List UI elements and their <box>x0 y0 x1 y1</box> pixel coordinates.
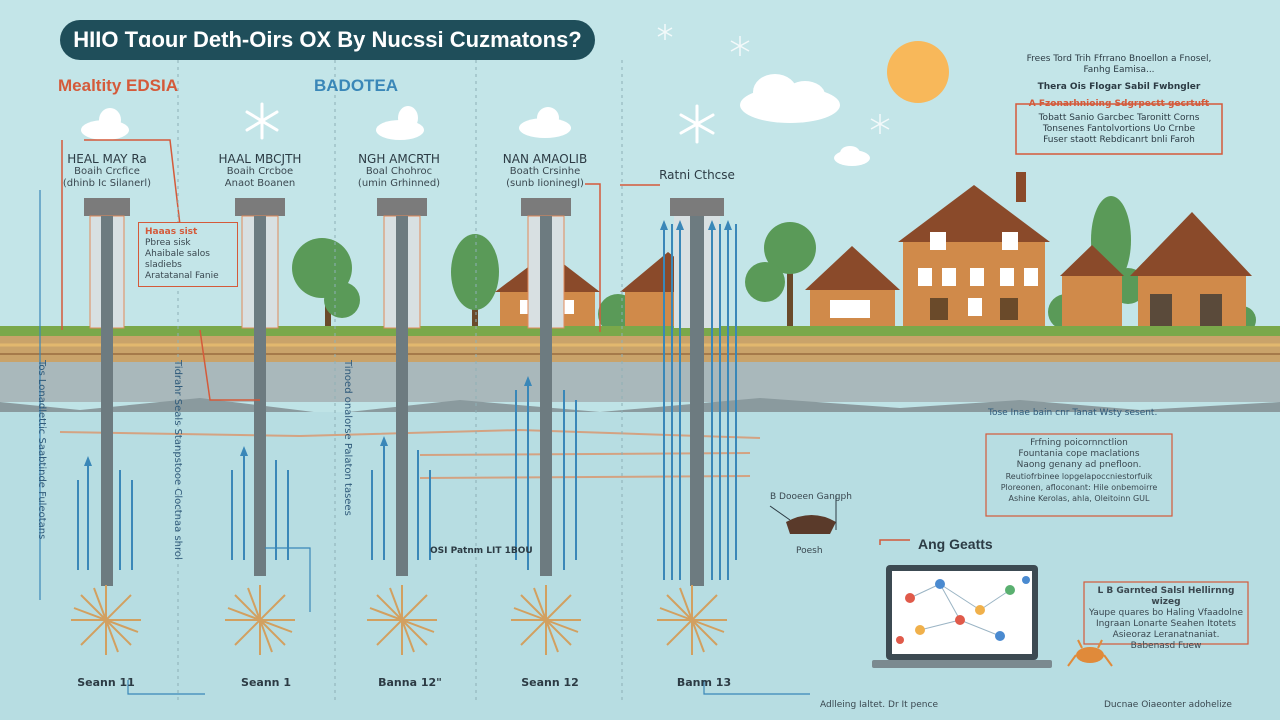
well-column <box>84 198 130 586</box>
footer-right-note: Ducnae Oiaeonter adohelize <box>1104 700 1232 710</box>
column-header-3: NGH AMCRTH Boal Chohroc (umin Grhinned) <box>357 152 441 189</box>
cloud-icon <box>519 107 571 138</box>
house-medium <box>805 246 900 333</box>
right-mid-box-frame <box>985 433 1173 517</box>
snowflake-icon <box>657 24 890 134</box>
footer-col-4: Seann 12 <box>521 676 579 689</box>
bottom-right-text: L B Garnted Salsl Hellirnng wizeg Yaupe … <box>1088 586 1244 651</box>
page-title: HIIO Tɑour Dеth-Oirs OX By Nucssi Cuzmat… <box>60 20 595 60</box>
vertical-label-1: Tos Lonadlettic Saabtinde Fuleotans <box>36 360 47 540</box>
sensor-icon <box>1067 639 1113 667</box>
well-column <box>235 198 285 576</box>
column-header-4: NAN AMAOLIB Boath Crsinhe (sunb Iionineg… <box>502 152 588 189</box>
cloud-icon <box>376 106 424 140</box>
ground-note: Tose Inae bain cnr Tanat Wsty sesent. <box>988 408 1158 418</box>
house-large <box>898 172 1050 332</box>
tree <box>451 234 499 330</box>
column-header-5: Ratni Cthcse <box>659 168 735 182</box>
right-top-text: Frees Tord Trih Ffrrano Bnoellon a Fnose… <box>1026 54 1212 145</box>
house-right <box>1060 212 1252 331</box>
rock-layer <box>0 362 1280 402</box>
callout-left: Haaas sist Pbrea sisk Ahaibale salos sla… <box>138 222 238 287</box>
column-header-1: HEAL MAY Ra Boaih Crcfice (dhinb Ic Sila… <box>62 152 152 189</box>
grass-strip <box>0 326 1280 336</box>
cloud-icon <box>740 74 840 123</box>
footer-left-note: Adlleing Ialtet. Dr It pence <box>820 700 938 710</box>
water-flow-lines <box>77 224 737 580</box>
well-column <box>377 198 427 576</box>
soil-top <box>0 336 1280 362</box>
section-label-left: Mealtity EDSIA <box>58 76 178 95</box>
groundwater-zone <box>0 412 1280 720</box>
footer-col-3: Banna 12" <box>378 676 442 689</box>
arrow-label: Ang Geatts <box>918 536 993 552</box>
sun-icon <box>887 41 949 103</box>
section-label-middle: BADOTEA <box>314 76 399 95</box>
column-header-2: HAAL MBCJTH Boaih Crcboe Anaot Boanen <box>218 152 302 189</box>
blue-leader-lines <box>39 190 810 695</box>
snowflake-icon <box>245 102 279 140</box>
snowflake-icon <box>679 104 715 144</box>
rock-layer-edge <box>0 398 1280 414</box>
cloud-icon <box>81 108 129 140</box>
vertical-label-2: Tidrahr Seals Stanpstooe Cloctnaa shrol <box>172 360 183 560</box>
tree <box>292 238 360 330</box>
mole-icon <box>786 515 836 534</box>
footer-col-5: Banm 13 <box>676 676 732 689</box>
root-network <box>71 585 727 655</box>
footer-col-2: Seann 1 <box>241 676 291 689</box>
right-top-box-frame <box>1015 103 1223 155</box>
bottom-right-box-frame <box>1083 581 1249 645</box>
tree <box>745 222 816 330</box>
guide-lines <box>177 60 623 700</box>
probe-sublabel: Poesh <box>796 546 823 556</box>
vertical-label-3: Tinoed onalorse Palaton tasees <box>342 360 353 516</box>
right-mid-text: Frfning poicornnctlion Fountania cope ma… <box>1000 438 1158 503</box>
well-column <box>521 198 571 576</box>
arrowheads <box>84 220 732 466</box>
laptop-icon <box>872 565 1052 668</box>
probe-label: B Dooeen Gangph <box>770 492 852 502</box>
cloud-icon <box>834 146 870 166</box>
depth-label: OSI Patnm LIT 1BOU <box>430 546 533 556</box>
footer-col-1: Seann 11 <box>77 676 135 689</box>
leader-lines <box>61 139 910 545</box>
